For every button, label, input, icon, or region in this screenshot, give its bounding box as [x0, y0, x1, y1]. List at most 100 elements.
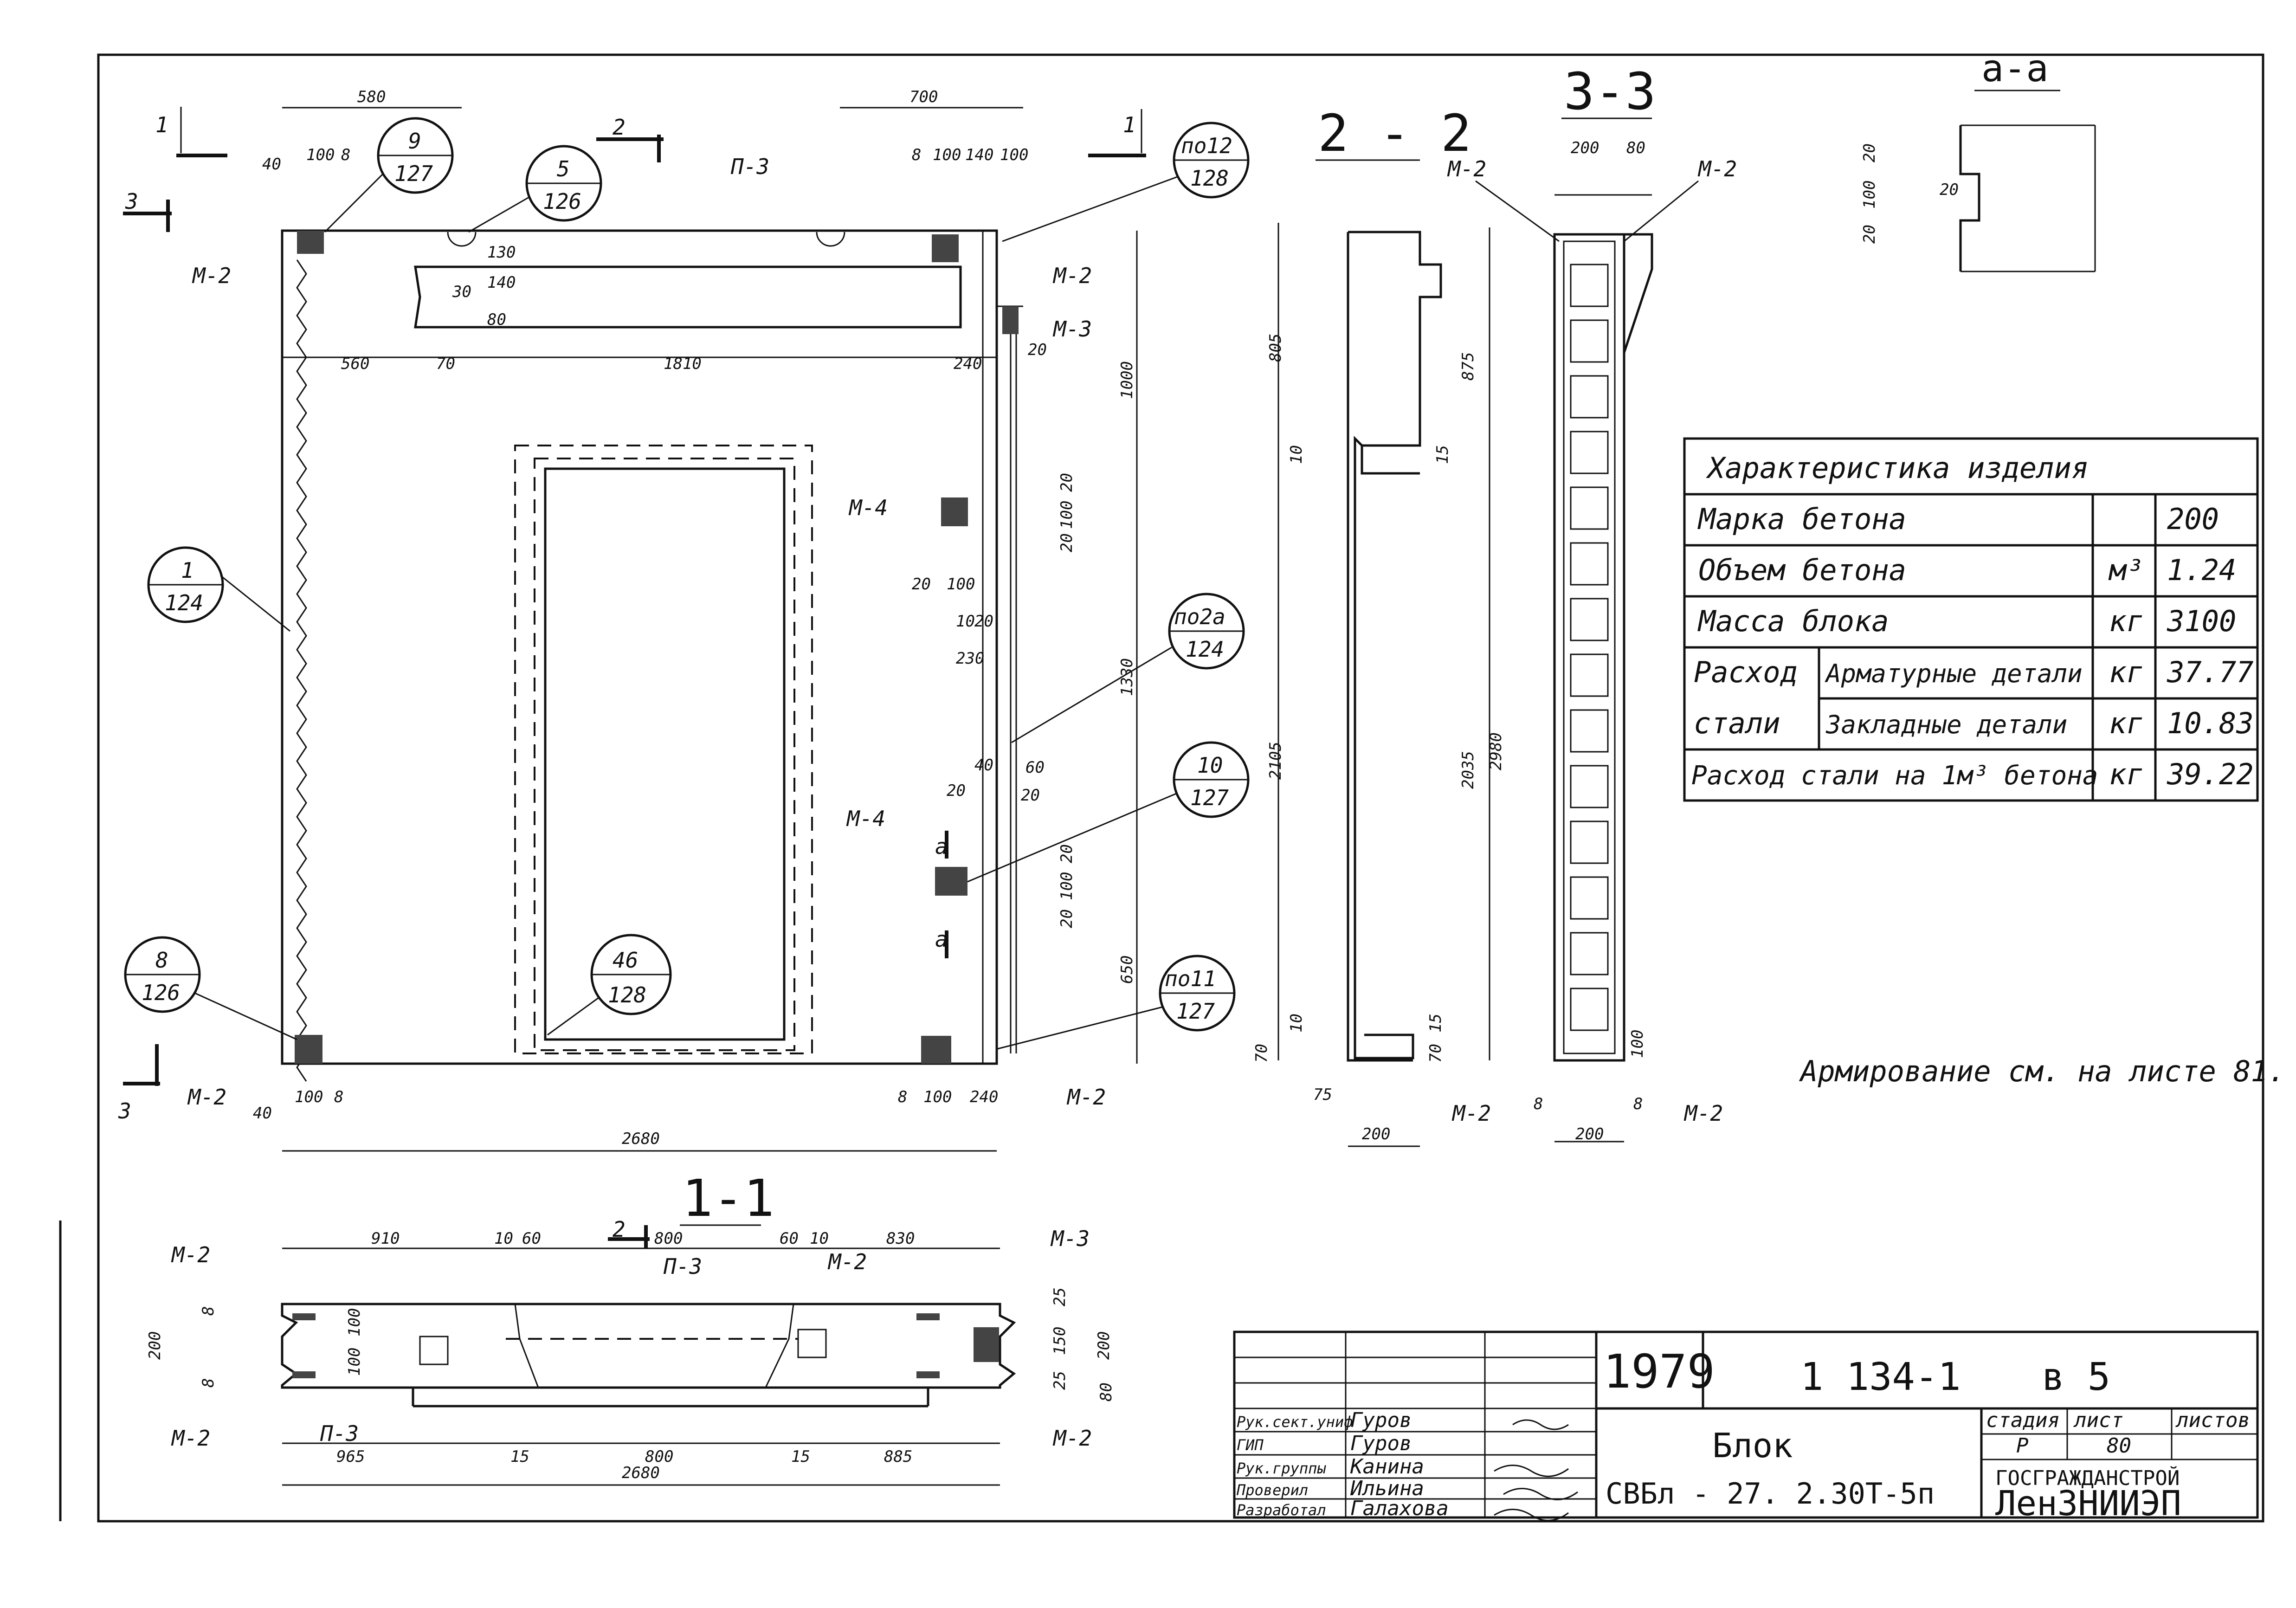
title-block: 1979 1 134-1 в 5 Блок СВБл - 27. 2.30Т-5…	[1233, 1330, 2259, 1524]
dim-20: 20	[1028, 341, 1047, 359]
svg-text:885: 885	[884, 1447, 912, 1466]
dim-bot-240: 240	[970, 1088, 998, 1106]
svg-text:М-2: М-2	[171, 1242, 210, 1267]
section-1-1: 1-1 2 М-2 М-2 П-3 П-3 М-2 М-3 М-2 910 10…	[146, 1169, 1116, 1486]
plate-m3-section	[974, 1327, 999, 1362]
section-3-3-chain	[1570, 264, 1609, 1031]
dim-580: 580	[357, 88, 386, 106]
dim-m4-20c: 20	[912, 575, 931, 594]
svg-text:стадия: стадия	[1986, 1408, 2060, 1432]
series: 1 134-1	[1800, 1355, 1961, 1399]
plan-lintel-band	[414, 265, 962, 329]
svg-text:126: 126	[543, 189, 581, 214]
plate-m2-bottom-left	[295, 1035, 322, 1064]
svg-text:128: 128	[608, 982, 646, 1007]
svg-text:кг: кг	[2109, 655, 2144, 689]
svg-text:Масса блока: Масса блока	[1697, 604, 1889, 638]
svg-text:по2а: по2а	[1174, 604, 1225, 629]
product-code: СВБл - 27. 2.30Т-5п	[1606, 1477, 1935, 1511]
svg-text:ЛенЗНИИЭП: ЛенЗНИИЭП	[1995, 1484, 2181, 1524]
dim-m4l-20b: 20	[1058, 909, 1076, 928]
svg-text:Р: Р	[2016, 1434, 2029, 1458]
svg-text:800: 800	[654, 1229, 683, 1248]
plate-m2-bottom-right	[921, 1036, 951, 1064]
sheet-frame	[97, 53, 2264, 1523]
svg-text:100: 100	[345, 1348, 364, 1376]
svg-text:200: 200	[1095, 1331, 1113, 1360]
svg-text:830: 830	[886, 1229, 915, 1248]
dim-m4-100a: 100	[1058, 501, 1076, 529]
plan-dimensions: 580 700 40 100 8 8 100 140 100 560 70 18…	[253, 88, 1136, 1148]
p3-loop-right	[797, 1329, 827, 1358]
dim-8: 8	[341, 146, 350, 164]
loop-p3-left	[447, 232, 477, 247]
svg-text:2105: 2105	[1266, 742, 1285, 780]
svg-text:кг: кг	[2109, 706, 2144, 740]
svg-text:П-3: П-3	[663, 1254, 702, 1279]
svg-text:М-2: М-2	[1451, 1101, 1491, 1126]
issue: в 5	[2042, 1355, 2110, 1399]
svg-text:200: 200	[1571, 139, 1599, 157]
label-m2-tr: М-2	[1052, 263, 1092, 288]
callouts: 9 127 5 126 по12 128 1 124 по2а 124	[124, 117, 1250, 1050]
callout-46-128: 46 128	[547, 934, 672, 1036]
dim-80: 80	[487, 310, 506, 329]
section-2-2-profile	[1348, 231, 1442, 1059]
characteristics-table: Характеристика изделия Марка бетона 200 …	[1683, 437, 2259, 802]
svg-text:200: 200	[1362, 1125, 1390, 1143]
svg-text:15: 15	[791, 1447, 810, 1466]
svg-text:80: 80	[1097, 1382, 1116, 1401]
svg-text:124: 124	[165, 590, 203, 615]
svg-text:150: 150	[1051, 1327, 1069, 1355]
svg-text:2680: 2680	[622, 1464, 660, 1482]
cut-1-left: 1	[155, 112, 168, 137]
svg-text:124: 124	[1186, 637, 1224, 662]
svg-text:М-2: М-2	[171, 1426, 210, 1451]
svg-text:100: 100	[1860, 181, 1879, 209]
callout-8-126: 8 126	[124, 936, 297, 1040]
section-a-a: а-а 20 100 20 20	[1860, 47, 2096, 272]
svg-text:М-2: М-2	[1052, 1426, 1092, 1451]
svg-text:127: 127	[1176, 999, 1215, 1024]
svg-text:20: 20	[1940, 181, 1959, 199]
signature-3	[1503, 1488, 1578, 1500]
title-3-3: 3-3	[1564, 62, 1656, 121]
svg-text:60: 60	[780, 1229, 799, 1248]
svg-text:70: 70	[1426, 1044, 1445, 1063]
table-title: Характеристика изделия	[1706, 451, 2089, 485]
svg-text:37.77: 37.77	[2167, 655, 2254, 689]
dim-m4l-20a: 20	[1058, 844, 1076, 863]
svg-text:стали: стали	[1694, 706, 1780, 740]
svg-text:м³: м³	[2108, 553, 2144, 587]
section-2-2: 2 - 2 805 10 2105 70 10 875 15 2035 15 7…	[1252, 103, 1505, 1147]
svg-text:10: 10	[810, 1229, 829, 1248]
svg-text:200: 200	[1575, 1125, 1604, 1143]
svg-text:100: 100	[345, 1308, 364, 1337]
svg-text:20: 20	[1860, 143, 1879, 162]
year: 1979	[1603, 1344, 1715, 1399]
dim-m4-20d: 20	[974, 612, 993, 631]
svg-text:965: 965	[336, 1447, 365, 1466]
svg-text:Закладные детали: Закладные детали	[1825, 710, 2067, 739]
svg-text:кг: кг	[2109, 757, 2144, 791]
callout-po12-128: по12 128	[1002, 122, 1250, 242]
svg-text:М-2: М-2	[1697, 156, 1737, 181]
svg-text:Галахова: Галахова	[1350, 1497, 1449, 1520]
dim-m4l-100: 100	[1058, 872, 1076, 900]
dim-tr-140: 140	[965, 146, 993, 164]
svg-text:15: 15	[1426, 1014, 1445, 1033]
dim-m4-40: 40	[974, 756, 993, 775]
dim-140: 140	[487, 273, 516, 292]
svg-text:10: 10	[494, 1229, 513, 1248]
svg-text:200: 200	[146, 1331, 164, 1360]
dim-tr-100: 100	[933, 146, 961, 164]
dim-tr-8: 8	[912, 146, 921, 164]
svg-text:8: 8	[199, 1306, 218, 1316]
svg-text:1: 1	[181, 558, 194, 583]
dim-130: 130	[487, 243, 516, 262]
dim-100: 100	[306, 146, 335, 164]
callout-9-127: 9 127	[324, 117, 454, 233]
reinforcement-note: Армирование см. на листе 81.	[1799, 1054, 2285, 1088]
svg-text:М-3: М-3	[1050, 1226, 1090, 1251]
